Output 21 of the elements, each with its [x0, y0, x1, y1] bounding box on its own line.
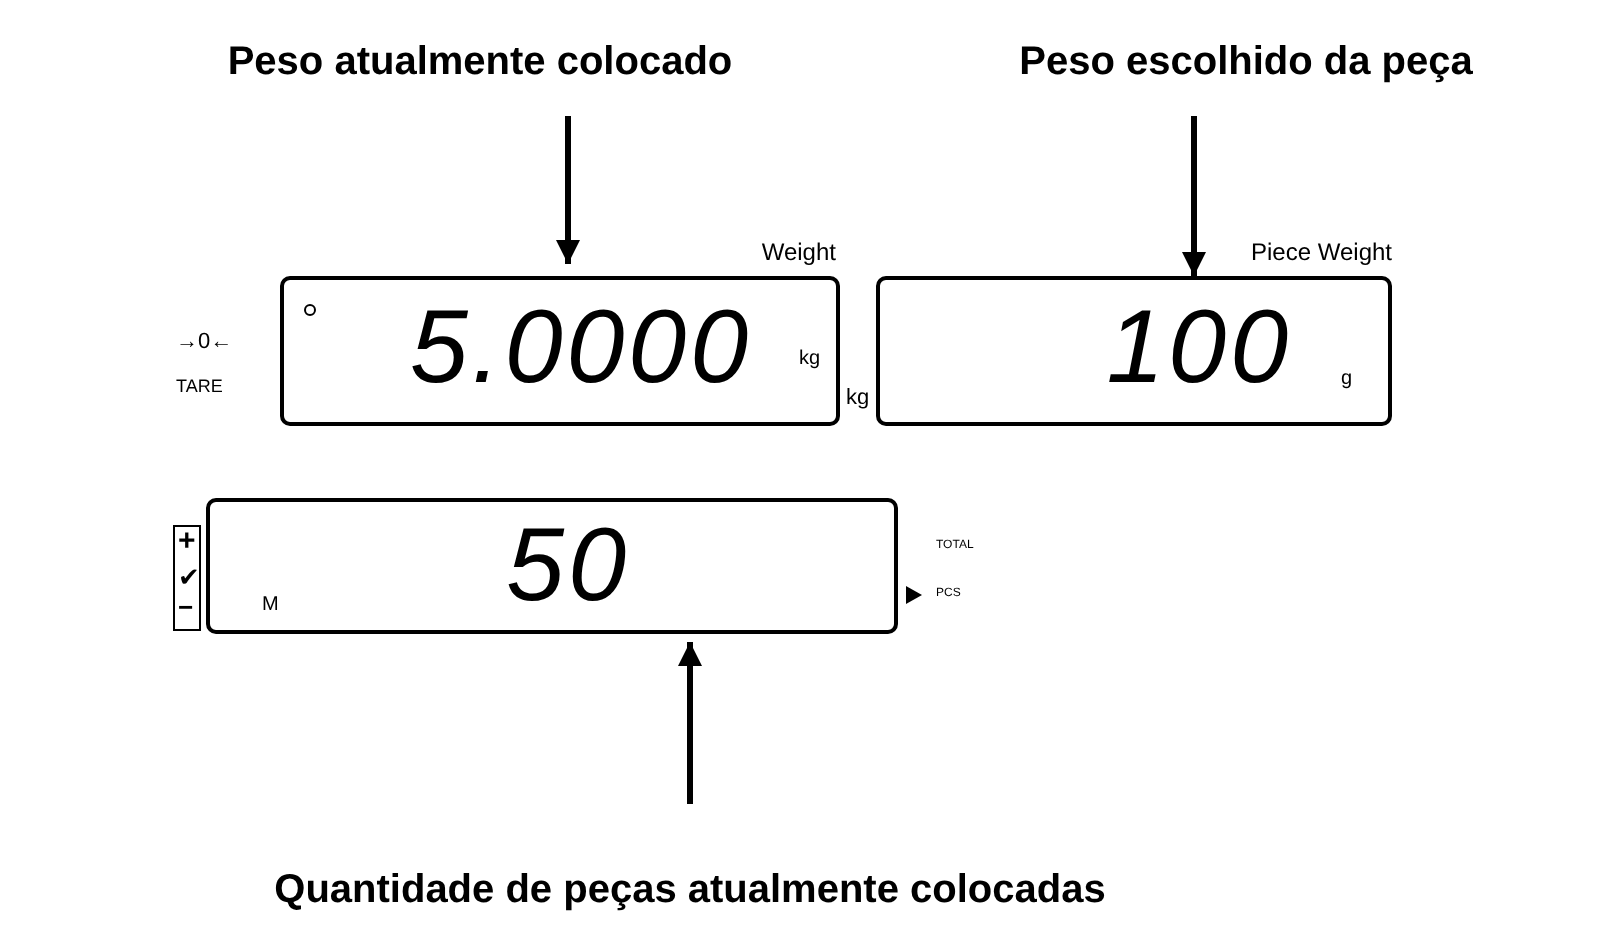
caption-text: Peso atualmente colocado [200, 40, 760, 92]
digit-readout: 100 [1106, 292, 1292, 404]
unit-label: kg [798, 348, 820, 370]
minus-sign: − [178, 592, 194, 622]
unit-label: g [1340, 368, 1352, 390]
zero-indicator: →0← [176, 330, 233, 354]
check-mark: ✔ [178, 562, 200, 592]
unit-label: kg [846, 386, 870, 410]
arrow [1182, 116, 1206, 276]
memory-indicator: M [262, 594, 279, 616]
caption-text: Quantidade de peças atualmente colocadas [200, 868, 1180, 920]
lcd-display [206, 498, 898, 634]
display-heading: Piece Weight [1251, 238, 1392, 266]
arrow [678, 642, 702, 804]
digit-readout: 5.0000 [409, 292, 752, 404]
tare-indicator: TARE [176, 376, 223, 396]
plus-sign: + [178, 524, 196, 558]
digit-readout: 50 [506, 510, 630, 622]
caption-text: Peso escolhido da peça [910, 40, 1582, 92]
display-heading: Weight [761, 238, 836, 266]
arrow [556, 116, 580, 264]
